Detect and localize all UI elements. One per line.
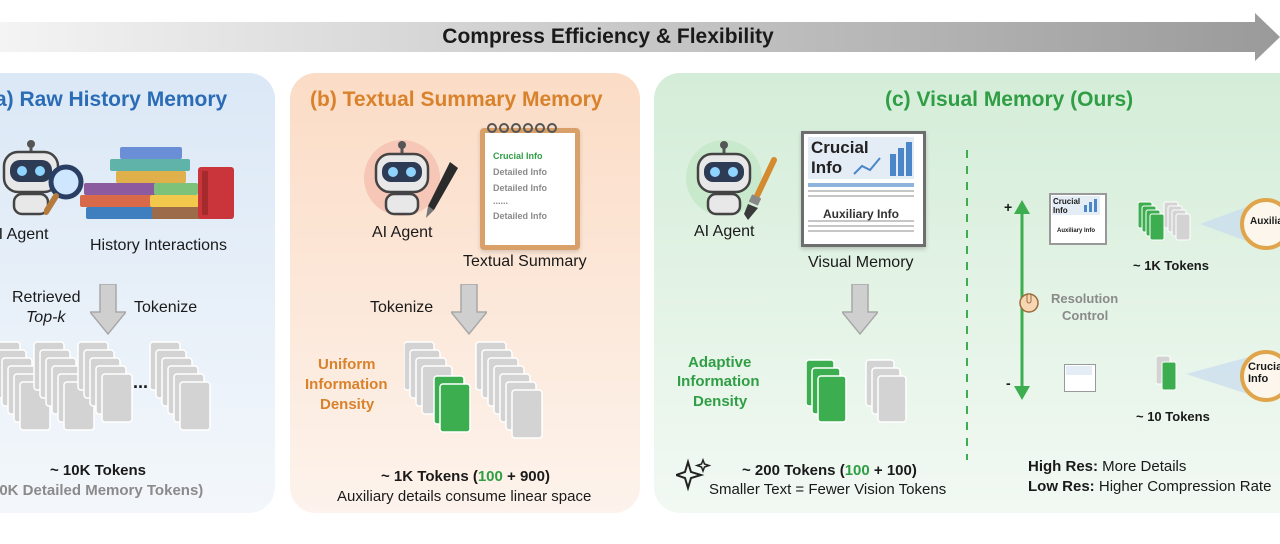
panel-raw-history [0, 73, 275, 513]
panel-b-agent-label: AI Agent [372, 224, 433, 241]
panel-c-agent-label: AI Agent [694, 223, 755, 240]
panel-c-tokens: ~ 200 Tokens (100 + 100) [742, 462, 917, 479]
magnifier-lens-low [1186, 350, 1280, 402]
note-line-detailed: Detailed Info [493, 183, 548, 193]
visual-memory-label: Visual Memory [808, 254, 914, 271]
doc-bar [808, 183, 914, 187]
dashed-divider [966, 150, 968, 460]
resolution-label: Resolution [1051, 291, 1119, 306]
panel-b-tokenize-label: Tokenize [370, 299, 434, 316]
doc-aux: Auxiliary Info [822, 207, 899, 221]
panel-c-title: (c) Visual Memory (Ours) [885, 88, 1134, 111]
books-icon [80, 147, 234, 219]
panel-a-tokens-detail: (10K Detailed Memory Tokens) [0, 482, 204, 499]
hand-pointer-icon [1019, 293, 1039, 313]
doc-header-band [808, 137, 914, 179]
history-label: History Interactions [90, 237, 227, 254]
down-arrow-icon [842, 284, 878, 336]
summary-token-stacks [404, 341, 543, 439]
robot-icon [686, 140, 762, 216]
summary-label: Textual Summary [463, 253, 587, 270]
thumb-crucial-line2: Info [1053, 206, 1068, 215]
bar-chart-icon [853, 142, 912, 176]
pen-icon [426, 162, 458, 218]
thumb-aux: Auxiliary Info [1057, 228, 1096, 234]
panel-a-tokens: ~ 10K Tokens [50, 462, 147, 479]
panel-a-agent-label: AI Agent [0, 226, 49, 243]
retrieved-label: Retrieved [12, 289, 81, 306]
high-res-tokens [1138, 201, 1191, 241]
plus-sign: + [1004, 199, 1013, 215]
robot-icon [364, 140, 440, 216]
paintbrush-icon [744, 157, 777, 220]
magnifier-lens-high [1200, 198, 1280, 250]
uniform-label: Uniform [318, 356, 376, 373]
control-label: Control [1062, 308, 1109, 323]
ellipsis: ... [133, 372, 149, 392]
high-res-legend: High Res: More Details [1028, 458, 1187, 475]
density-label: Density [320, 396, 375, 413]
note-pad [480, 128, 580, 250]
panel-a-title: (a) Raw History Memory [0, 88, 228, 111]
doc-crucial-line1: Crucial [811, 138, 869, 157]
low-res-tokens-label: ~ 10 Tokens [1136, 409, 1210, 424]
note-spiral [487, 123, 557, 133]
doc-crucial-line2: Info [811, 158, 843, 177]
topk-label: Top-k [26, 309, 66, 326]
thumb-crucial-line1: Crucial [1053, 197, 1081, 206]
panel-b-tokens-note: Auxiliary details consume linear space [337, 488, 592, 505]
minus-sign: - [1006, 375, 1011, 391]
note-line-dots: ...... [493, 196, 509, 206]
banner-title: Compress Efficiency & Flexibility [442, 25, 774, 48]
panel-c-tokens-note: Smaller Text = Fewer Vision Tokens [709, 481, 947, 498]
adaptive-label: Adaptive [688, 354, 752, 371]
panel-b-title: (b) Textual Summary Memory [310, 88, 603, 111]
note-line-crucial: Crucial Info [493, 151, 543, 161]
low-res-tokens [1156, 355, 1177, 391]
compress-arrow [0, 13, 1280, 61]
lens-high-text: Auxiliary [1250, 216, 1280, 227]
high-res-tokens-label: ~ 1K Tokens [1133, 258, 1209, 273]
down-arrow-icon [90, 284, 126, 336]
raw-token-stacks [0, 341, 211, 431]
panel-a-tokenize-label: Tokenize [134, 299, 198, 316]
panel-b-tokens: ~ 1K Tokens (100 + 900) [381, 468, 550, 485]
note-line-detailed: Detailed Info [493, 211, 548, 221]
density-label: Density [693, 393, 748, 410]
low-thumb-band [1066, 366, 1092, 375]
bar-chart-icon [1084, 199, 1097, 212]
information-label: Information [677, 373, 760, 390]
low-res-legend: Low Res: Higher Compression Rate [1028, 478, 1272, 495]
magnifier-icon [44, 164, 84, 215]
lens-low-line2: Info [1248, 373, 1269, 385]
lens-low-line1: Crucial [1248, 361, 1280, 373]
sparkle-icon [676, 458, 712, 492]
thumb-header-band [1052, 196, 1100, 215]
down-arrow-icon [451, 284, 487, 336]
doc-text-lines [808, 190, 914, 232]
information-label: Information [305, 376, 388, 393]
note-line-detailed: Detailed Info [493, 167, 548, 177]
visual-token-stacks [806, 359, 907, 423]
